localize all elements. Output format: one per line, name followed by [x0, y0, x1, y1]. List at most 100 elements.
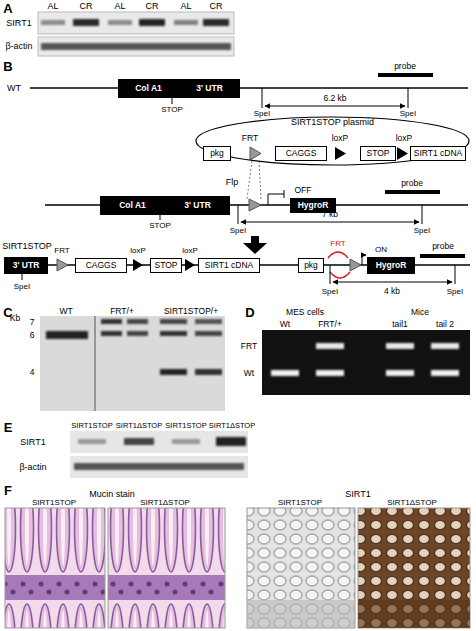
cassette-box: STOP — [360, 146, 396, 161]
figure-label: SIRT1ΔSTOP — [209, 422, 255, 430]
figure-label: FRT — [54, 247, 69, 255]
node-text: Col A1 — [135, 84, 162, 93]
loxp-site — [335, 147, 346, 160]
blot-band — [216, 437, 246, 446]
gel-band — [431, 370, 459, 376]
blot-membrane — [40, 316, 225, 411]
figure-label: SpeI — [447, 288, 463, 296]
figure-label: β-actin — [19, 463, 46, 472]
figure-label: Flp — [226, 178, 239, 187]
node-text: HygroR — [376, 261, 407, 270]
figure-label: Wt — [280, 320, 290, 329]
loxp-site — [185, 259, 195, 271]
figure-label: loxP — [130, 247, 146, 255]
restriction-site — [22, 274, 23, 280]
figure-label: loxP — [332, 134, 349, 143]
plasmid-ring — [196, 117, 469, 165]
figure-label: FRT/+ — [110, 307, 134, 316]
restriction-site — [262, 88, 263, 108]
figure-label: SpeI — [322, 288, 338, 296]
recombination-mark — [328, 252, 348, 258]
figure-label: 6.2 kb — [323, 94, 346, 103]
micrograph — [247, 508, 355, 628]
recombination-mark — [330, 272, 350, 278]
figure-label: SIRT1ΔSTOP — [387, 499, 437, 507]
panel-letter: D — [245, 306, 254, 319]
cassette-box: pkg — [298, 258, 324, 273]
blot-band — [101, 319, 122, 324]
restriction-site — [408, 88, 409, 108]
figure-label: CR — [146, 2, 159, 11]
frt-site — [350, 259, 361, 271]
figure-label: Kb — [10, 314, 20, 323]
figure-label: SIRT1STOP — [2, 242, 52, 251]
node-text: CAGGS — [286, 149, 317, 158]
figure-label: SIRT1ΔSTOP — [140, 499, 190, 507]
stop-tick — [172, 98, 173, 104]
blot-band — [203, 19, 229, 26]
figure-label: β-actin — [5, 42, 32, 51]
process-arrow — [243, 243, 267, 254]
panel-letter: F — [4, 484, 12, 497]
node-text: SIRT1 cDNA — [205, 261, 254, 270]
figure-label: 7 — [30, 318, 35, 327]
restriction-site — [238, 205, 239, 224]
figure-label: SpeI — [230, 227, 246, 235]
node-text: pkg — [304, 261, 318, 270]
figure-label: SIRT1 — [345, 490, 370, 499]
cassette-box: pkg — [203, 146, 231, 161]
micrograph — [358, 508, 470, 628]
figure-label: 4 kb — [384, 287, 400, 296]
fragment-arrow — [265, 106, 405, 107]
cassette-box: CAGGS — [275, 146, 327, 161]
micrograph — [5, 508, 105, 628]
node-text: 3' UTR — [13, 261, 40, 270]
figure-label: 7 kb — [322, 210, 338, 219]
figure-label: CR — [80, 2, 93, 11]
node-text: HygroR — [298, 201, 329, 210]
blot-band — [139, 19, 165, 26]
blot-band — [174, 20, 198, 25]
figure-label: Mucin stain — [89, 490, 135, 499]
frt-site — [57, 259, 68, 271]
gene-region-box: 3' UTR — [4, 257, 48, 274]
node-text: 3' UTR — [196, 84, 223, 93]
node-text: Col A1 — [119, 201, 146, 210]
lane-divider — [95, 316, 96, 411]
node-text: SIRT1 cDNA — [414, 149, 463, 158]
recombination-line — [247, 161, 252, 199]
figure-label: probe — [401, 179, 423, 188]
figure-label: OFF — [295, 186, 312, 195]
figure-label: FRT — [242, 134, 258, 143]
figure-label: AL — [114, 2, 125, 11]
cassette-box: STOP — [150, 258, 182, 273]
figure-label: Wt — [244, 369, 254, 378]
node-text: pkg — [210, 149, 224, 158]
blot-band — [124, 438, 154, 445]
blot-band — [160, 319, 187, 324]
stop-tick — [160, 215, 161, 220]
tissue-base — [247, 600, 355, 628]
blot-band — [78, 439, 106, 444]
figure-label: SpeI — [254, 110, 270, 118]
figure-label: probe — [432, 242, 454, 251]
micrograph — [108, 508, 225, 628]
blot-band — [127, 319, 148, 324]
blot-strip — [70, 431, 248, 453]
node-text: STOP — [155, 261, 178, 270]
figure-label: SIRT1ΔSTOP — [116, 422, 162, 430]
blot-band — [160, 331, 187, 336]
figure-label: SpeI — [414, 227, 430, 235]
figure-label: SIRT1STOP — [32, 499, 76, 507]
panel-letter: A — [3, 2, 12, 15]
gel-band — [316, 370, 344, 376]
blot-strip — [70, 456, 248, 478]
gel-band — [386, 370, 414, 376]
recombination-line — [259, 161, 261, 199]
blot-band — [172, 439, 200, 444]
figure-label: Mice — [411, 308, 429, 317]
blot-strip — [38, 12, 234, 34]
blot-band — [108, 20, 132, 25]
